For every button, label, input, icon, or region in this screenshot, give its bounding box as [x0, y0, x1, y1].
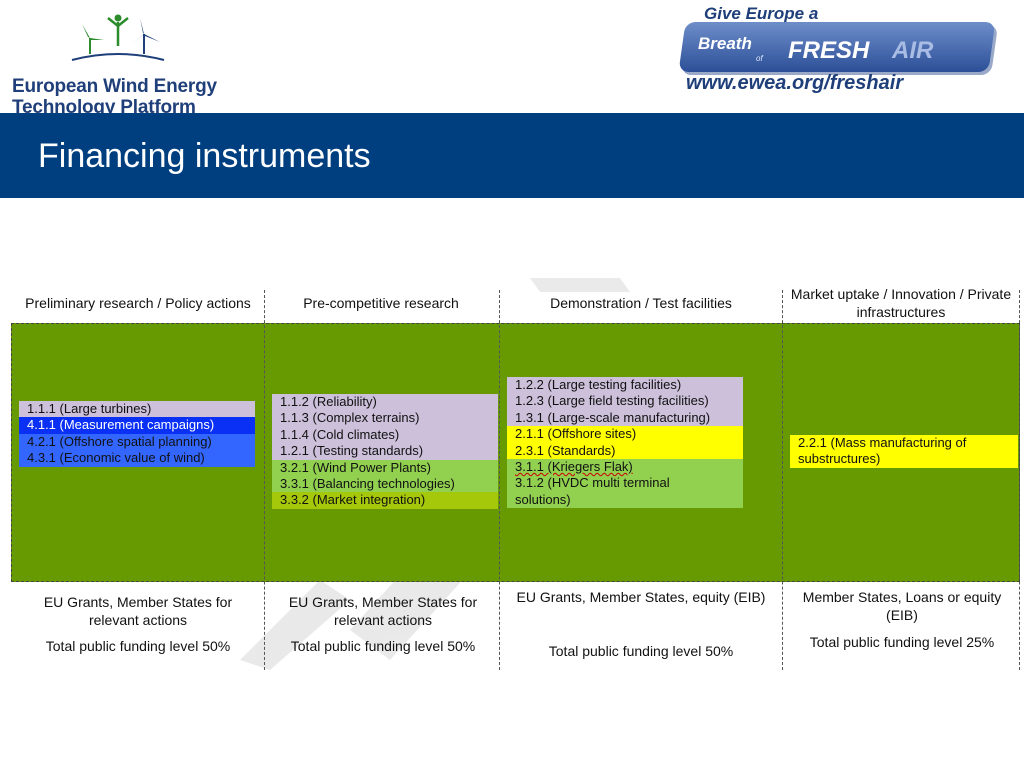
- column-header-precompetitive: Pre-competitive research: [303, 295, 459, 311]
- funding-level-preliminary: Total public funding level 50%: [45, 638, 231, 654]
- list-item: 4.2.1 (Offshore spatial planning): [19, 433, 255, 451]
- list-item: 1.1.3 (Complex terrains): [272, 410, 498, 427]
- funding-level-precompetitive: Total public funding level 50%: [290, 638, 476, 654]
- item-block-demonstration: 1.2.2 (Large testing facilities) 1.2.3 (…: [507, 377, 743, 509]
- list-item: 1.1.4 (Cold climates): [272, 426, 498, 444]
- list-item: 1.1.1 (Large turbines): [19, 401, 255, 418]
- ewea-freshair-logo: Give Europe a Breath of FRESH AIR www.ew…: [676, 2, 1002, 102]
- list-item: 2.1.1 (Offshore sites): [507, 426, 743, 443]
- list-item: 3.1.1 (Kriegers Flak): [507, 459, 743, 476]
- list-item: 3.3.1 (Balancing technologies): [272, 476, 498, 493]
- funding-sources-demonstration: EU Grants, Member States, equity (EIB): [516, 589, 766, 605]
- list-item: 1.1.2 (Reliability): [272, 394, 498, 411]
- column-divider-3: [782, 290, 783, 670]
- funding-level-demonstration: Total public funding level 50%: [548, 643, 734, 659]
- title-bar: Financing instruments: [0, 113, 1024, 198]
- list-item: 4.3.1 (Economic value of wind): [19, 450, 255, 467]
- column-divider-4: [1019, 290, 1020, 670]
- funding-sources-precompetitive: EU Grants, Member States for relevant ac…: [288, 594, 478, 628]
- list-item: 1.3.1 (Large-scale manufacturing): [507, 409, 743, 427]
- ewea-give-text: Give Europe a: [704, 4, 819, 23]
- etp-logo-line1: European Wind Energy: [12, 76, 217, 97]
- list-item: 3.3.2 (Market integration): [272, 492, 498, 509]
- ewea-fresh-text: FRESH: [788, 37, 870, 64]
- ewea-breath-text: Breath: [698, 34, 752, 53]
- list-item: 3.1.2 (HVDC multi terminal solutions): [507, 475, 743, 509]
- item-block-market-uptake: 2.2.1 (Mass manufacturing of substructur…: [790, 435, 1018, 468]
- funding-sources-market-uptake: Member States, Loans or equity (EIB): [802, 589, 1002, 623]
- list-item: 4.1.1 (Measurement campaigns): [19, 417, 255, 434]
- column-divider-1: [264, 290, 265, 670]
- ewea-of-text: of: [756, 54, 763, 63]
- column-header-market-uptake: Market uptake / Innovation / Private inf…: [790, 286, 1012, 320]
- wind-turbines-icon: [71, 14, 165, 61]
- list-item: 2.2.1 (Mass manufacturing of substructur…: [790, 435, 1018, 468]
- list-item: 1.2.2 (Large testing facilities): [507, 377, 743, 394]
- list-item: 2.3.1 (Standards): [507, 442, 743, 460]
- column-header-demonstration: Demonstration / Test facilities: [550, 295, 732, 311]
- funding-level-market-uptake: Total public funding level 25%: [809, 634, 995, 650]
- slide-title: Financing instruments: [38, 137, 371, 175]
- ewea-url-text: www.ewea.org/freshair: [686, 72, 904, 94]
- etp-logo-line2: Technology Platform: [12, 97, 196, 118]
- list-item: 1.2.1 (Testing standards): [272, 443, 498, 460]
- funding-sources-preliminary: EU Grants, Member States for relevant ac…: [43, 594, 233, 628]
- etp-logo: European Wind Energy Technology Platform: [8, 8, 223, 118]
- column-header-preliminary: Preliminary research / Policy actions: [25, 295, 251, 311]
- ewea-air-text: AIR: [892, 37, 934, 64]
- item-block-preliminary: 1.1.1 (Large turbines) 4.1.1 (Measuremen…: [19, 401, 255, 467]
- item-block-precompetitive: 1.1.2 (Reliability) 1.1.3 (Complex terra…: [272, 394, 498, 509]
- list-item: 1.2.3 (Large field testing facilities): [507, 393, 743, 410]
- list-item: 3.2.1 (Wind Power Plants): [272, 459, 498, 477]
- column-divider-2: [499, 290, 500, 670]
